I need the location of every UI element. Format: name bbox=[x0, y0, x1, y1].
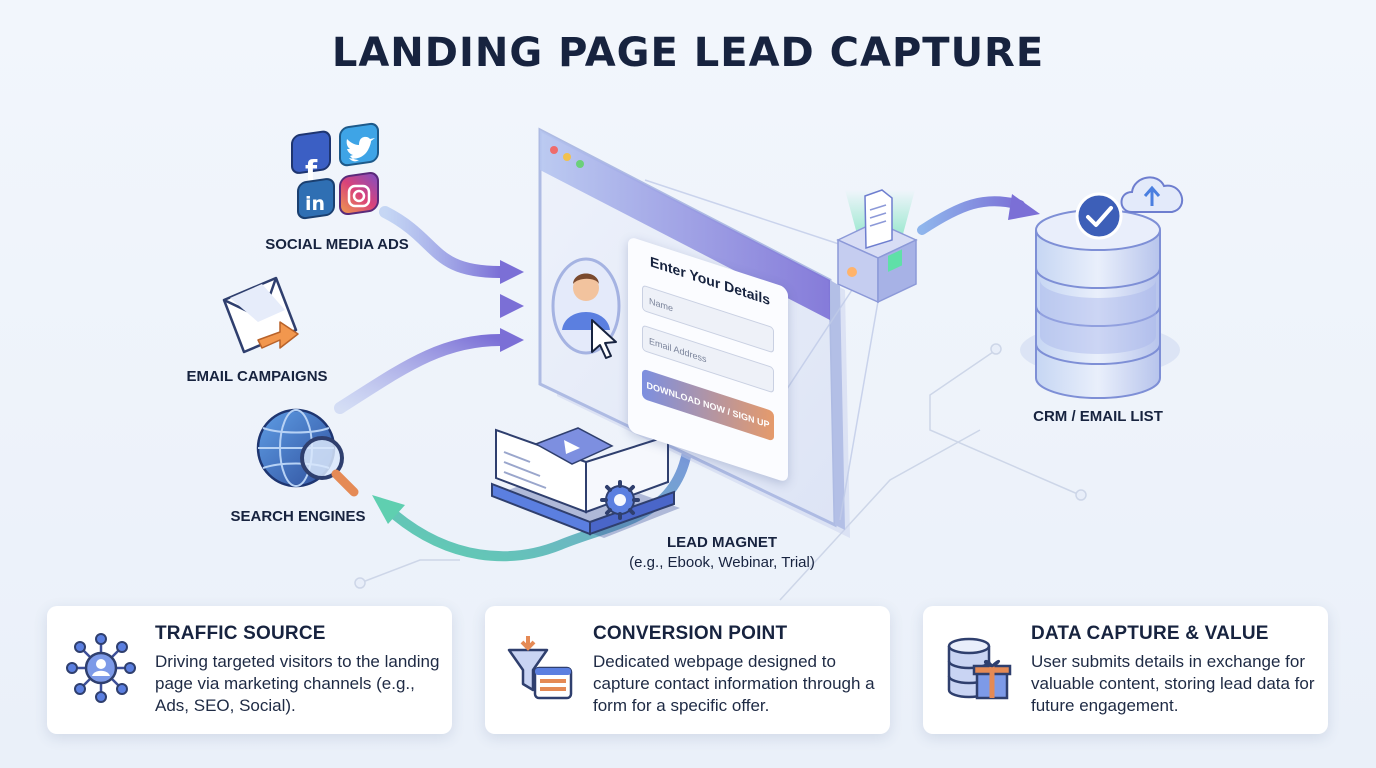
traffic-source-title: TRAFFIC SOURCE bbox=[155, 623, 326, 644]
lead-magnet-label: LEAD MAGNET bbox=[667, 534, 777, 551]
search-globe-icon bbox=[256, 408, 359, 497]
conversion-point-desc: Dedicated webpage designed to capture co… bbox=[593, 652, 875, 715]
conversion-point-title: CONVERSION POINT bbox=[593, 623, 788, 644]
network-icon bbox=[66, 633, 136, 703]
email-campaigns-label: EMAIL CAMPAIGNS bbox=[186, 368, 328, 385]
twitter-icon bbox=[339, 122, 379, 167]
capture-cube bbox=[836, 189, 918, 304]
circuit-lines bbox=[354, 343, 1087, 601]
instagram-icon bbox=[339, 172, 379, 216]
data-capture-title: DATA CAPTURE & VALUE bbox=[1031, 623, 1269, 644]
lead-magnet-book-icon bbox=[491, 427, 680, 538]
data-capture-card: DATA CAPTURE & VALUE User submits detail… bbox=[923, 606, 1328, 734]
cloud-upload-icon bbox=[1120, 176, 1183, 213]
crm-arrow bbox=[917, 194, 1040, 235]
social-arrow bbox=[379, 206, 524, 284]
funnel-form-icon bbox=[507, 636, 573, 700]
crm-database-icon bbox=[1020, 209, 1180, 399]
search-arrow bbox=[334, 328, 524, 414]
traffic-source-card: TRAFFIC SOURCE Driving targeted visitors… bbox=[47, 606, 452, 734]
check-badge-icon bbox=[1075, 192, 1123, 240]
data-capture-desc: User submits details in exchange for val… bbox=[1031, 652, 1315, 715]
lead-magnet-arrow bbox=[372, 415, 695, 562]
traffic-source-desc: Driving targeted visitors to the landing… bbox=[155, 652, 440, 715]
email-arrow bbox=[310, 294, 524, 318]
email-envelope-icon bbox=[222, 276, 299, 354]
conversion-point-card: CONVERSION POINT Dedicated webpage desig… bbox=[485, 606, 890, 734]
lead-magnet-subtitle: (e.g., Ebook, Webinar, Trial) bbox=[629, 554, 815, 571]
linkedin-icon: in bbox=[297, 178, 335, 220]
page-title: LANDING PAGE LEAD CAPTURE bbox=[331, 30, 1045, 76]
facebook-icon: f bbox=[291, 130, 331, 187]
database-gift-icon bbox=[947, 637, 1012, 700]
social-media-ads-label: SOCIAL MEDIA ADS bbox=[265, 236, 409, 253]
cursor-icon bbox=[591, 319, 617, 359]
search-engines-label: SEARCH ENGINES bbox=[230, 508, 366, 525]
crm-email-list-label: CRM / EMAIL LIST bbox=[1033, 408, 1163, 425]
svg-text:in: in bbox=[305, 193, 325, 215]
svg-text:f: f bbox=[305, 154, 318, 187]
